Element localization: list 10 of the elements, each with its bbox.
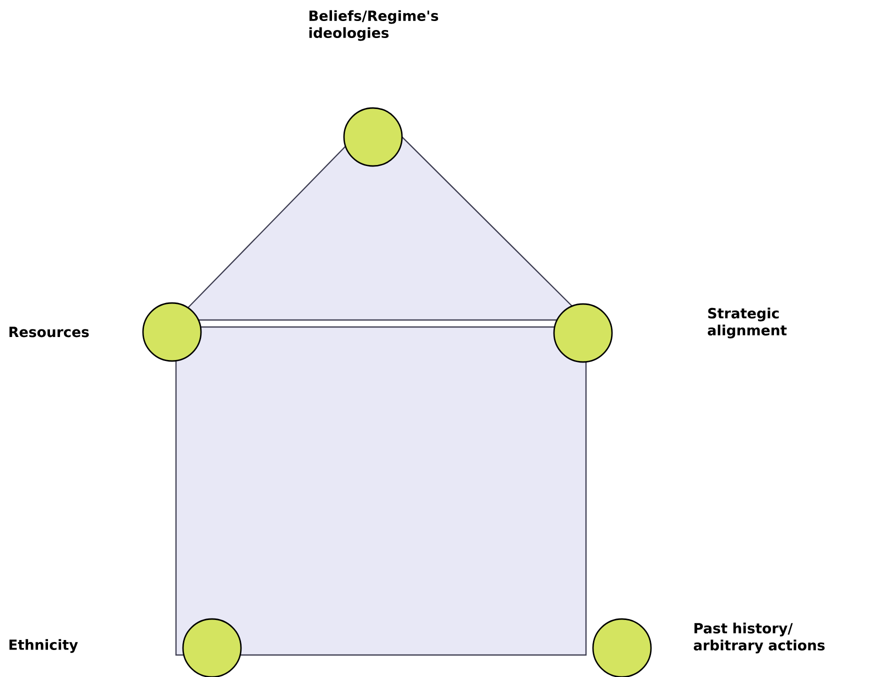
label: Beliefs/Regime's ideologies bbox=[309, 10, 438, 41]
circle-marker bbox=[182, 618, 242, 677]
circle-marker bbox=[343, 107, 403, 167]
label: Past history/ arbitrary actions bbox=[694, 622, 825, 654]
circle-marker bbox=[592, 618, 652, 677]
circle-marker bbox=[142, 302, 202, 362]
label: Strategic alignment bbox=[708, 308, 787, 338]
label: Ethnicity bbox=[9, 639, 78, 653]
circle-marker bbox=[553, 303, 613, 363]
label: Resources bbox=[9, 326, 89, 338]
